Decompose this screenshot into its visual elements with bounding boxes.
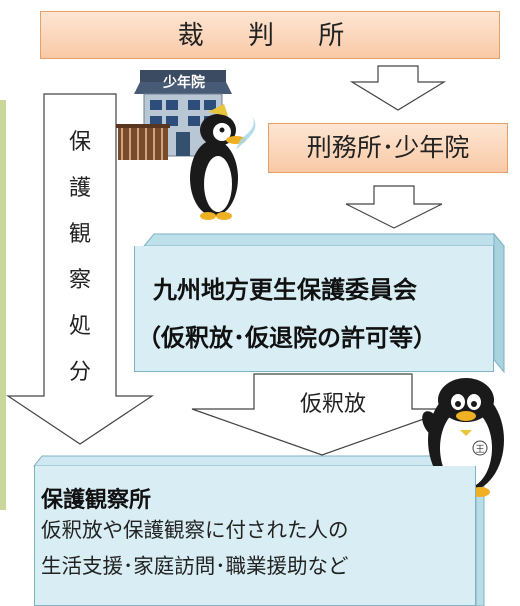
svg-text:王: 王 bbox=[475, 444, 484, 455]
probation-char-3: 観 bbox=[68, 222, 91, 247]
probation-char-2: 護 bbox=[68, 176, 91, 201]
probation-office-box: 保護観察所 仮釈放や保護観察に付された人の 生活支援･家庭訪問･職業援助など bbox=[34, 466, 476, 606]
left-accent-bar bbox=[0, 100, 6, 510]
arrow-prison-to-board bbox=[345, 185, 443, 229]
probation-char-6: 分 bbox=[68, 360, 91, 385]
probation-disposition-label: 保 護 観 察 処 分 bbox=[65, 120, 95, 396]
arrow-probation-disposition bbox=[6, 93, 154, 445]
probation-char-4: 察 bbox=[68, 268, 91, 293]
probation-office-desc-1: 仮釈放や保護観察に付された人の bbox=[41, 518, 349, 542]
board-box: 九州地方更生保護委員会 （仮釈放･仮退院の許可等） bbox=[134, 246, 494, 372]
office-box-top-face bbox=[32, 455, 478, 467]
probation-office-title: 保護観察所 bbox=[41, 488, 152, 513]
court-box: 裁 判 所 bbox=[40, 11, 500, 59]
board-box-top-face bbox=[142, 233, 506, 247]
court-label: 裁 判 所 bbox=[177, 21, 363, 51]
probation-office-desc-2: 生活支援･家庭訪問･職業援助など bbox=[41, 554, 349, 578]
probation-char-1: 保 bbox=[68, 130, 91, 155]
building-sign: 少年院 bbox=[163, 75, 205, 91]
arrow-parole bbox=[191, 373, 453, 456]
juvenile-facility-building-icon bbox=[116, 70, 232, 160]
board-box-side-face bbox=[493, 232, 505, 374]
parole-label: 仮釈放 bbox=[299, 392, 366, 417]
board-title: 九州地方更生保護委員会 bbox=[153, 276, 417, 304]
penguin-mascot-icon-1 bbox=[190, 104, 256, 220]
arrow-court-to-prison bbox=[349, 65, 447, 111]
prison-label: 刑務所･少年院 bbox=[306, 133, 470, 162]
probation-char-5: 処 bbox=[68, 314, 91, 339]
prison-box: 刑務所･少年院 bbox=[268, 123, 508, 173]
board-subtitle: （仮釈放･仮退院の許可等） bbox=[137, 324, 437, 352]
